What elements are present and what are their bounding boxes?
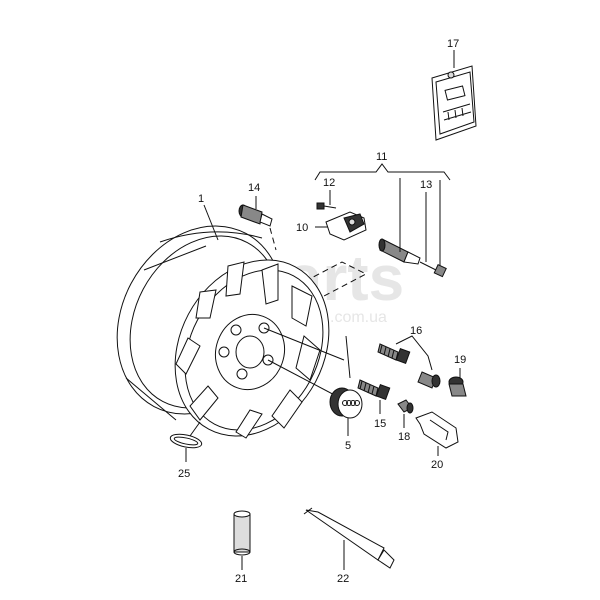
leader-25b <box>189 421 201 437</box>
guide-line-bolt <box>263 327 345 361</box>
label-14: 14 <box>248 182 260 194</box>
guide-line-hub <box>267 359 345 401</box>
label-11: 11 <box>376 151 387 163</box>
leader-16 <box>395 335 433 371</box>
part-25-balance-weight[interactable] <box>169 432 203 450</box>
part-5-centre-cap[interactable] <box>329 387 363 419</box>
part-18-bolt-cap[interactable] <box>397 399 414 414</box>
part-21-cylinder[interactable] <box>233 510 251 556</box>
label-20: 20 <box>431 459 443 471</box>
label-16: 16 <box>410 325 422 337</box>
leader-1 <box>203 204 219 241</box>
label-15: 15 <box>374 418 386 430</box>
label-19: 19 <box>454 354 466 366</box>
label-22: 22 <box>337 573 349 585</box>
label-1: 1 <box>198 193 204 205</box>
part-12-screw[interactable] <box>316 202 337 210</box>
label-17: 17 <box>447 38 459 50</box>
guide-line-vertical <box>345 335 351 379</box>
label-18: 18 <box>398 431 410 443</box>
part-13-valve-core[interactable] <box>419 261 447 278</box>
dashed-connector-stem <box>269 227 277 251</box>
part-1-alloy-wheel[interactable] <box>85 197 359 463</box>
part-19-cap[interactable] <box>448 376 467 397</box>
label-12: 12 <box>323 177 335 189</box>
part-17-sticker-set[interactable] <box>431 65 477 141</box>
part-20-removal-hook[interactable] <box>415 411 459 449</box>
label-10: 10 <box>296 222 308 234</box>
label-21: 21 <box>235 573 247 585</box>
label-25: 25 <box>178 468 190 480</box>
group-11-bracket <box>314 163 451 181</box>
label-13: 13 <box>420 179 432 191</box>
watermark-sub: .com.ua <box>330 309 387 326</box>
part-22-tube[interactable] <box>303 507 395 569</box>
part-15-wheel-bolt[interactable] <box>357 379 391 400</box>
part-16-locking-bolt-set[interactable] <box>377 343 441 389</box>
label-5: 5 <box>345 440 351 452</box>
part-14-valve-stem[interactable] <box>238 204 273 227</box>
part-10-tyre-pressure-sensor[interactable] <box>325 211 367 241</box>
dashed-connector-valve <box>295 261 368 297</box>
